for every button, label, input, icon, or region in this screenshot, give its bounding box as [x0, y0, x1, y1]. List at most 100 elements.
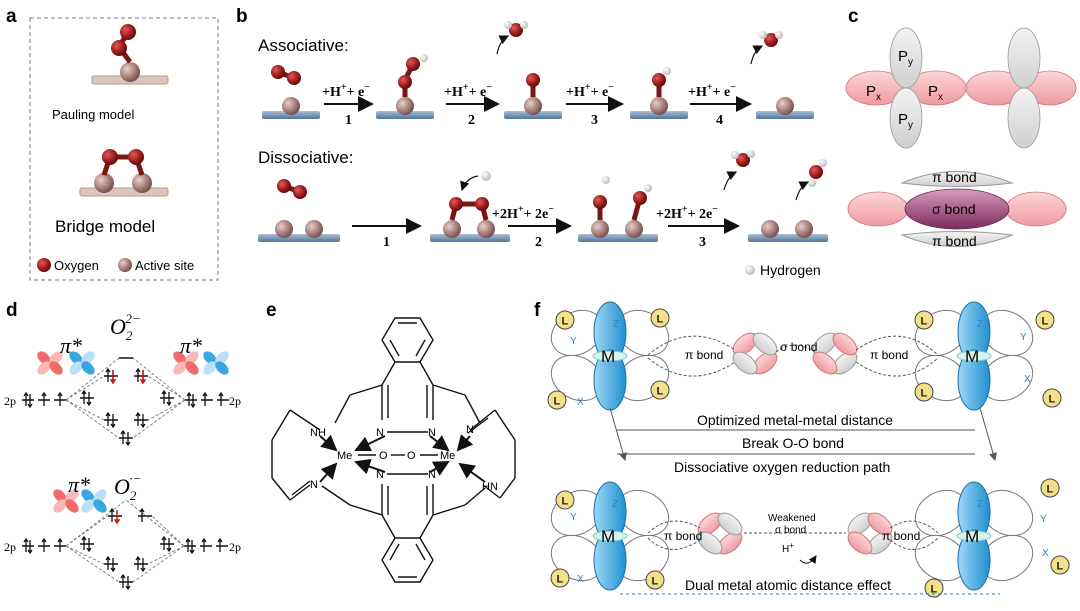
associative-row: +H++ e− +H++ e− +H++ e− +H++ e− 1 2 3 4	[262, 21, 814, 128]
assoc-step4-reagent: +H++ e−	[688, 82, 736, 100]
panel-c: c Px Px Py Py π bond σ bond π bond	[845, 6, 1077, 249]
down-arrow-left	[609, 407, 627, 461]
assoc-step-number-4: 4	[716, 113, 723, 128]
axis-z-bottom-right: Z	[977, 499, 983, 510]
axis-x-bottom-right: X	[1042, 548, 1049, 559]
mo-diagram-superoxide	[22, 489, 228, 591]
metal-label-left: Me	[337, 450, 352, 462]
assoc-step1-reagent: +H++ e−	[322, 82, 370, 100]
axis-z-bottom-left: Z	[612, 499, 618, 510]
ligand-icon-8	[1042, 388, 1062, 408]
dissoc-step3-reagent: +2H++ 2e−	[656, 204, 718, 222]
ligand-icon-6	[1035, 310, 1055, 330]
ligand-icon-3	[650, 380, 670, 400]
pi-star-orbital-icon-bottom	[53, 489, 107, 513]
sigma-bond-label: σ bond	[932, 201, 976, 217]
bridge-model-icon	[79, 149, 169, 197]
panel-d: d	[4, 300, 241, 591]
axis-x-bottom-left: X	[577, 574, 584, 585]
assoc-step-number-1: 1	[345, 113, 352, 128]
dissoc-step-number-2: 2	[535, 235, 542, 250]
panel-letter-e: e	[266, 300, 277, 321]
assoc-step-number-2: 2	[468, 113, 475, 128]
two-p-label-top-right: 2p	[229, 394, 241, 408]
pi-bond-label-f4: π bond	[882, 529, 920, 543]
n-label-1: N	[376, 427, 384, 439]
panel-f: f M M	[534, 300, 1070, 598]
peroxide-label: O22−	[110, 311, 141, 343]
axis-y-bottom-left: Y	[570, 512, 577, 523]
pi-star-label-bottom: π*	[68, 472, 90, 497]
py-label-bottom: Py	[898, 111, 913, 131]
two-p-label-bottom-left: 2p	[4, 540, 16, 554]
axis-z-top-left: Z	[613, 319, 619, 330]
macrocycle-structure	[271, 317, 516, 583]
assoc-step2-reagent: +H++ e−	[444, 82, 492, 100]
pi-star-label-top-left: π*	[60, 333, 82, 358]
pi-star-label-top-right: π*	[180, 333, 202, 358]
axis-x-top-right: X	[1024, 374, 1031, 385]
legend-active-site-label: Active site	[135, 258, 194, 273]
pi-bond-label-f3: π bond	[664, 529, 702, 543]
oxygen-label-right: O	[407, 450, 416, 462]
weakened-label: Weakened	[768, 513, 816, 524]
bridge-model-label: Bridge model	[55, 217, 155, 236]
break-oo-label: Break O-O bond	[742, 435, 844, 451]
px-label-left: Px	[866, 83, 881, 103]
dual-effect-label: Dual metal atomic distance effect	[685, 577, 891, 593]
oxygen-p-orbitals-bottom	[647, 512, 939, 565]
axis-z-top-right: Z	[977, 319, 983, 330]
metal-d-orbital-bottom-left	[550, 481, 670, 591]
metal-d-orbital-bottom-right	[914, 481, 1034, 591]
panel-letter-f: f	[534, 300, 541, 321]
legend-oxygen-label: Oxygen	[54, 258, 99, 273]
assoc-step-number-3: 3	[591, 113, 598, 128]
pi-bond-label-bottom: π bond	[932, 233, 977, 249]
superoxide-label: O2·−	[114, 471, 141, 503]
down-arrow-right	[979, 407, 997, 461]
axis-x-top-left: X	[577, 397, 584, 408]
ligand-icon-5	[914, 310, 934, 330]
metal-d-orbital-top-right	[914, 301, 1034, 411]
metal-label-bottom-left: M	[601, 527, 615, 546]
panel-letter-b: b	[236, 6, 248, 27]
ligand-icon-1	[555, 310, 575, 330]
sigma-bond-label-f2: σ bond	[775, 525, 806, 536]
hn-label: HN	[482, 481, 498, 493]
panel-letter-d: d	[6, 300, 18, 321]
dissoc-step-number-3: 3	[699, 235, 706, 250]
pi-star-orbital-icon-left	[37, 351, 95, 375]
metal-label-top-right: M	[965, 347, 979, 366]
assoc-step3-reagent: +H++ e−	[566, 82, 614, 100]
panel-letter-a: a	[6, 6, 17, 27]
n-label-2: N	[428, 427, 436, 439]
coordination-arrows	[319, 434, 486, 483]
two-p-label-bottom-right: 2p	[229, 540, 241, 554]
sigma-bond-label-f1: σ bond	[780, 340, 817, 354]
axis-y-top-right: Y	[1020, 332, 1027, 343]
h-plus-label: H+	[782, 541, 794, 555]
oxygen-p-orbitals-top	[647, 332, 939, 377]
dissociative-path-label: Dissociative oxygen reduction path	[674, 459, 890, 475]
dissociative-row: +2H++ 2e− +2H++ 2e− 1 2 3	[258, 150, 828, 250]
n-label-5: N	[466, 424, 474, 436]
two-p-label-top-left: 2p	[4, 394, 16, 408]
n-label-3: N	[376, 469, 384, 481]
nh-label: NH	[310, 427, 326, 439]
panel-a: a Pauling model Bridge model Oxygen	[6, 6, 219, 281]
ligand-icon-13	[1040, 478, 1060, 498]
sigma-pi-bond-diagram	[847, 171, 1067, 247]
legend-hydrogen-label: Hydrogen	[760, 262, 821, 278]
axis-y-top-left: Y	[570, 336, 577, 347]
legend-oxygen-swatch	[37, 258, 51, 272]
ligand-icon-2	[650, 308, 670, 328]
dissociative-label: Dissociative:	[258, 148, 353, 167]
ligand-icon-4	[547, 390, 567, 410]
metal-label-top-left: M	[601, 347, 615, 366]
ligand-icon-11	[645, 570, 665, 590]
optimized-distance-label: Optimized metal-metal distance	[697, 412, 893, 428]
associative-label: Associative:	[258, 36, 349, 55]
px-label-right: Px	[928, 83, 943, 103]
metal-label-bottom-right: M	[965, 527, 979, 546]
